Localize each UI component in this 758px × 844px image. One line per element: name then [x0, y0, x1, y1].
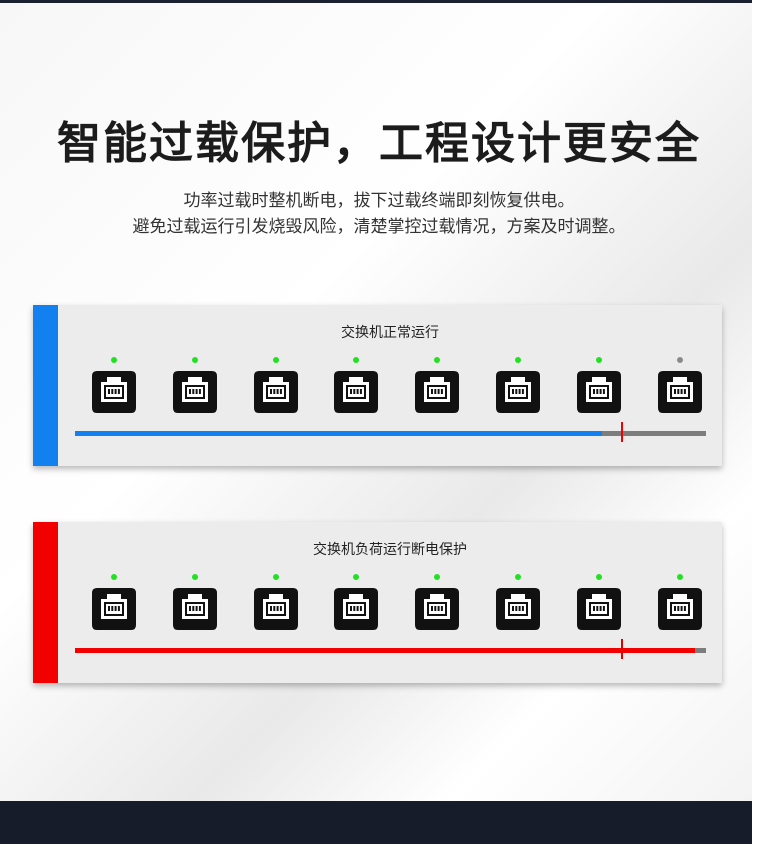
ethernet-port: [658, 357, 702, 417]
ethernet-port: [254, 357, 298, 417]
ethernet-port-icon: [173, 588, 217, 630]
ethernet-port-icon: [415, 588, 459, 630]
ethernet-port-icon: [496, 371, 540, 413]
load-meter-fill: [75, 431, 602, 436]
ethernet-port-icon: [658, 588, 702, 630]
ethernet-port: [496, 574, 540, 634]
main-heading: 智能过载保护，工程设计更安全: [57, 118, 701, 169]
ethernet-port: [577, 574, 621, 634]
port-status-led: [111, 574, 117, 580]
port-status-led: [273, 574, 279, 580]
port-row: [92, 357, 712, 417]
normal-operation-panel: 交换机正常运行: [33, 305, 722, 466]
port-status-led: [596, 357, 602, 363]
ethernet-port: [254, 574, 298, 634]
ethernet-port: [415, 574, 459, 634]
port-status-led: [596, 574, 602, 580]
ethernet-port-icon: [254, 588, 298, 630]
ethernet-port-icon: [577, 371, 621, 413]
overload-threshold-marker: [621, 639, 623, 659]
ethernet-port: [415, 357, 459, 417]
load-meter: [75, 639, 706, 659]
ethernet-port-icon: [415, 371, 459, 413]
ethernet-port: [496, 357, 540, 417]
footer-bar: [0, 801, 752, 844]
port-status-led: [192, 574, 198, 580]
ethernet-port: [92, 357, 136, 417]
port-status-led: [111, 357, 117, 363]
panel-accent-bar: [33, 522, 58, 683]
description-line-2: 避免过载运行引发烧毁风险，清楚掌控过载情况，方案及时调整。: [132, 217, 626, 237]
ethernet-port-icon: [577, 588, 621, 630]
panel-accent-bar: [33, 305, 58, 466]
port-status-led: [434, 357, 440, 363]
port-status-led: [353, 357, 359, 363]
load-meter: [75, 422, 706, 442]
ethernet-port-icon: [658, 371, 702, 413]
port-status-led: [677, 574, 683, 580]
ethernet-port-icon: [92, 588, 136, 630]
ethernet-port: [173, 357, 217, 417]
port-status-led: [677, 357, 683, 363]
ethernet-port-icon: [173, 371, 217, 413]
ethernet-port: [334, 357, 378, 417]
ethernet-port: [334, 574, 378, 634]
ethernet-port: [92, 574, 136, 634]
ethernet-port-icon: [496, 588, 540, 630]
port-status-led: [434, 574, 440, 580]
panel-title: 交换机正常运行: [341, 325, 439, 341]
ethernet-port-icon: [334, 588, 378, 630]
ethernet-port-icon: [254, 371, 298, 413]
port-status-led: [353, 574, 359, 580]
port-status-led: [192, 357, 198, 363]
ethernet-port: [577, 357, 621, 417]
right-edge: [752, 0, 758, 844]
description-line-1: 功率过载时整机断电，拔下过载终端即刻恢复供电。: [183, 191, 575, 211]
ethernet-port: [658, 574, 702, 634]
overload-protection-panel: 交换机负荷运行断电保护: [33, 522, 722, 683]
port-status-led: [515, 574, 521, 580]
ethernet-port: [173, 574, 217, 634]
port-row: [92, 574, 712, 634]
overload-threshold-marker: [621, 422, 623, 442]
port-status-led: [273, 357, 279, 363]
panel-title: 交换机负荷运行断电保护: [313, 542, 467, 558]
ethernet-port-icon: [334, 371, 378, 413]
port-status-led: [515, 357, 521, 363]
ethernet-port-icon: [92, 371, 136, 413]
top-border: [0, 0, 758, 3]
load-meter-fill: [75, 648, 695, 653]
